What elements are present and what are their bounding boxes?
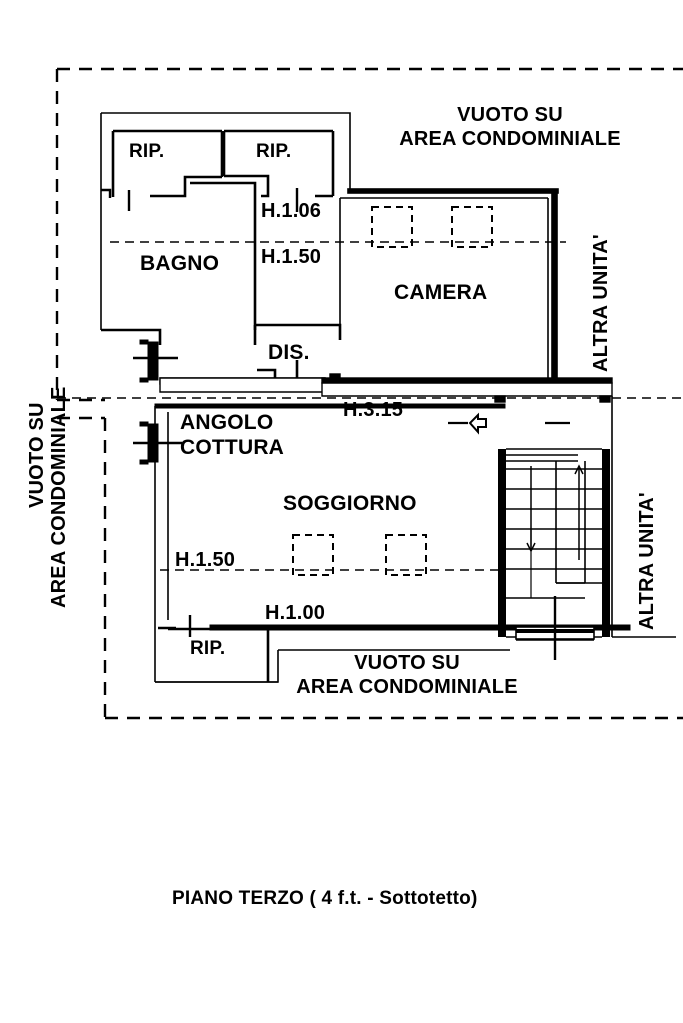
room-label-rip-top-right: RIP. <box>256 141 292 162</box>
dis-top-wall <box>255 323 342 340</box>
soggiorno-top-wall-bar <box>154 403 506 409</box>
room-label-soggiorno: SOGGIORNO <box>283 492 417 515</box>
rip3-door-jamb <box>158 615 192 637</box>
room-label-angolo-cottura-line2: COTTURA <box>180 435 285 459</box>
note-void-left-line2: AREA CONDOMINIALE <box>48 386 70 608</box>
room-bagno-walls <box>101 181 257 345</box>
skylight-soggiorno-1 <box>292 534 334 576</box>
stair-wall-right <box>602 449 610 637</box>
door-jamb-kitchen-top <box>139 421 149 427</box>
wall-right-lower <box>611 396 676 638</box>
height-section-lines <box>57 241 683 571</box>
note-void-top-line1: VUOTO SU <box>457 104 563 126</box>
arrow-down-head <box>526 542 536 553</box>
stair-wall-left <box>498 449 506 637</box>
dashed-boundary <box>55 67 683 720</box>
note-void-top-line2: AREA CONDOMINIALE <box>399 127 621 150</box>
room-rip-top-right-walls <box>222 129 335 198</box>
rip1-door-jamb <box>101 188 131 211</box>
staircase <box>498 448 610 638</box>
bagno-bottom-wall <box>101 328 162 345</box>
wall-soggiorno-top <box>154 403 506 409</box>
arrow-up-head <box>574 464 584 475</box>
height-label-h150-upper: H.1.50 <box>261 246 322 268</box>
camera-interior-lines <box>339 197 549 382</box>
note-void-bottom-line1: VUOTO SU <box>354 652 460 674</box>
door-jamb-kitchen-bottom <box>139 459 149 465</box>
void-bottom-left-edge <box>155 650 279 683</box>
room-label-bagno: BAGNO <box>140 252 220 275</box>
note-void-left-line1: VUOTO SU <box>26 402 48 508</box>
note-void-bottom-line2: AREA CONDOMINIALE <box>296 675 518 698</box>
wall-corridor-bottom <box>159 373 613 403</box>
wall-h100 <box>209 624 631 631</box>
room-label-dis: DIS. <box>268 341 310 364</box>
height-label-h100: H.1.00 <box>265 602 326 624</box>
corridor-wall-body <box>159 377 326 393</box>
stair-opening-symbol <box>448 412 570 435</box>
skylight-soggiorno-2 <box>385 534 427 576</box>
room-label-rip-bottom: RIP. <box>190 638 226 659</box>
door-leaf-upper <box>147 341 159 381</box>
corridor-wall-nub <box>329 373 341 380</box>
height-label-h150-lower: H.1.50 <box>175 549 236 571</box>
room-rip-top-left-walls <box>111 129 224 198</box>
room-label-angolo-cottura: ANGOLO COTTURA <box>180 411 284 461</box>
height-label-h106: H.1.06 <box>261 200 322 222</box>
corridor-wall-foot-a <box>494 395 506 403</box>
h100-wall-bar <box>209 624 631 631</box>
plan-caption: PIANO TERZO ( 4 f.t. - Sottotetto) <box>172 888 478 909</box>
void-bottom-outline <box>155 649 510 683</box>
stair-base-detail <box>515 596 595 660</box>
stair-direction-arrows <box>526 464 584 560</box>
corridor-wall-foot-b <box>599 395 611 403</box>
note-void-bottom: VUOTO SU AREA CONDOMINIALE <box>278 652 536 699</box>
corridor-wall-right-seg <box>321 377 613 384</box>
kitchen-door <box>133 421 182 465</box>
opening-arrow-glyph <box>468 412 487 435</box>
note-other-unit-bottom: ALTRA UNITA' <box>636 492 658 630</box>
door-jamb-upper-bottom <box>139 377 149 383</box>
door-jamb-upper-top <box>139 339 149 345</box>
note-other-unit-top: ALTRA UNITA' <box>590 234 612 372</box>
bagno-right-wall <box>190 181 257 330</box>
room-label-rip-top-left: RIP. <box>129 141 165 162</box>
room-label-angolo-cottura-line1: ANGOLO <box>180 411 274 434</box>
room-label-camera: CAMERA <box>394 281 488 304</box>
rip2-step <box>224 174 270 198</box>
skylight-camera-2 <box>451 206 493 248</box>
entry-door-upper <box>133 339 178 383</box>
height-label-h315: H.3.15 <box>343 399 404 421</box>
skylight-camera-1 <box>371 206 413 248</box>
corridor-wall-right-body <box>321 382 613 397</box>
wall-camera-right <box>551 190 558 384</box>
skylight-squares <box>292 206 493 576</box>
rip1-bottom-step <box>150 175 222 198</box>
rip1-jamb-left <box>101 188 112 198</box>
wall-camera-top <box>347 188 559 194</box>
note-void-top: VUOTO SU AREA CONDOMINIALE <box>375 104 645 151</box>
